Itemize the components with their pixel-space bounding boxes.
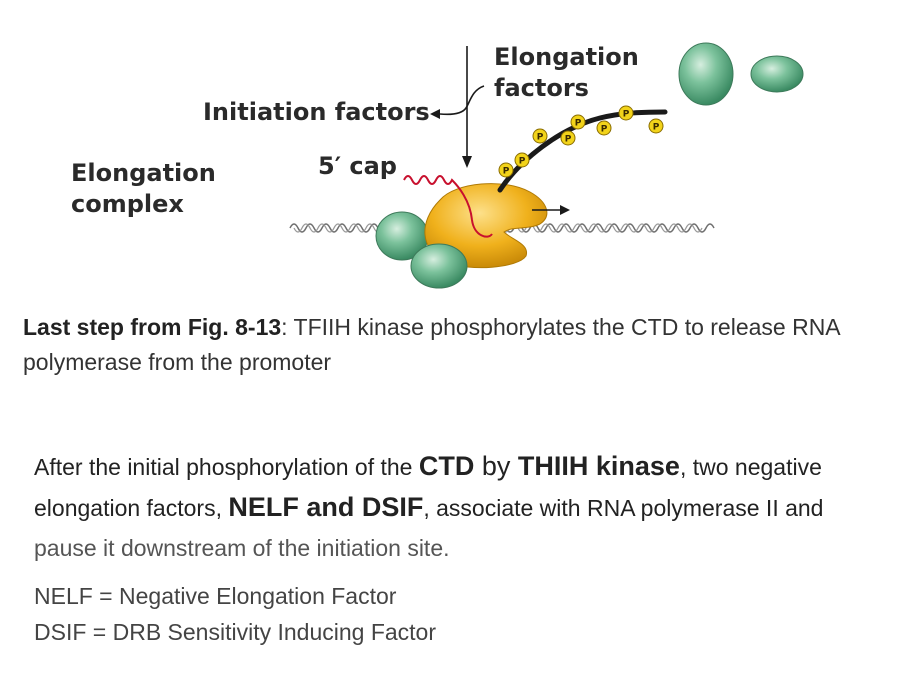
para-text-3: , two negative elongation factors, — [34, 454, 822, 521]
released-factor-small — [750, 55, 804, 93]
phosphate-label-8: P — [653, 123, 660, 133]
five-prime-cap-label: 5′ cap — [318, 152, 397, 180]
phosphate-3 — [532, 128, 548, 144]
rna-transcript — [403, 175, 493, 238]
figure-caption: Last step from Fig. 8-13: TFIIH kinase p… — [23, 310, 893, 380]
elongation-factors-line1: Elongation — [494, 43, 639, 71]
phosphate-label-4: P — [565, 135, 572, 145]
phosphate-label-6: P — [601, 125, 608, 135]
phosphate-8 — [648, 118, 664, 134]
phosphate-label-1: P — [503, 167, 510, 177]
factor-exchange-arrowhead — [462, 156, 472, 168]
para-kinase: THIIH kinase — [517, 451, 680, 481]
elongation-complex-line2: complex — [71, 190, 184, 218]
released-factor-large — [678, 42, 734, 106]
phosphate-label-5: P — [575, 119, 582, 129]
phosphate-7 — [618, 105, 634, 121]
phosphate-label-3: P — [537, 133, 544, 143]
initiation-factors-arrow — [439, 85, 485, 116]
phosphate-2 — [514, 152, 530, 168]
elongation-complex-line1: Elongation — [71, 159, 216, 187]
phosphate-4 — [560, 130, 576, 146]
caption-bold: Last step from Fig. 8-13 — [23, 314, 282, 340]
initiation-factors-arrowhead — [430, 109, 440, 119]
para-text-4: , associate with RNA polymerase II and — [423, 495, 824, 521]
para-factors: NELF and DSIF — [228, 492, 424, 522]
definition-dsif: DSIF = DRB Sensitivity Inducing Factor — [34, 619, 437, 645]
phosphate-label-2: P — [519, 157, 526, 167]
phosphate-5 — [570, 114, 586, 130]
definition-nelf: NELF = Negative Elongation Factor — [34, 583, 397, 609]
elongation-complex-label: Elongation complex — [71, 158, 216, 220]
elongation-factor-bottom — [410, 243, 468, 289]
definitions: NELF = Negative Elongation Factor DSIF =… — [34, 578, 436, 650]
para-ctd: CTD — [418, 451, 475, 481]
phosphate-1 — [498, 162, 514, 178]
para-text-2: by — [474, 451, 518, 481]
phosphate-label-7: P — [623, 110, 630, 120]
elongation-factors-line2: factors — [494, 74, 589, 102]
initiation-factors-label: Initiation factors — [203, 98, 430, 126]
para-text-1: After the initial phosphorylation of the — [34, 454, 419, 480]
elongation-factors-label: Elongation factors — [494, 42, 639, 104]
direction-arrowhead — [560, 205, 570, 215]
para-text-5: pause it downstream of the initiation si… — [34, 535, 450, 561]
caption-text: : TFIIH kinase phosphorylates the CTD to… — [23, 314, 840, 375]
phosphate-6 — [596, 120, 612, 136]
explanation-paragraph: After the initial phosphorylation of the… — [34, 446, 884, 568]
